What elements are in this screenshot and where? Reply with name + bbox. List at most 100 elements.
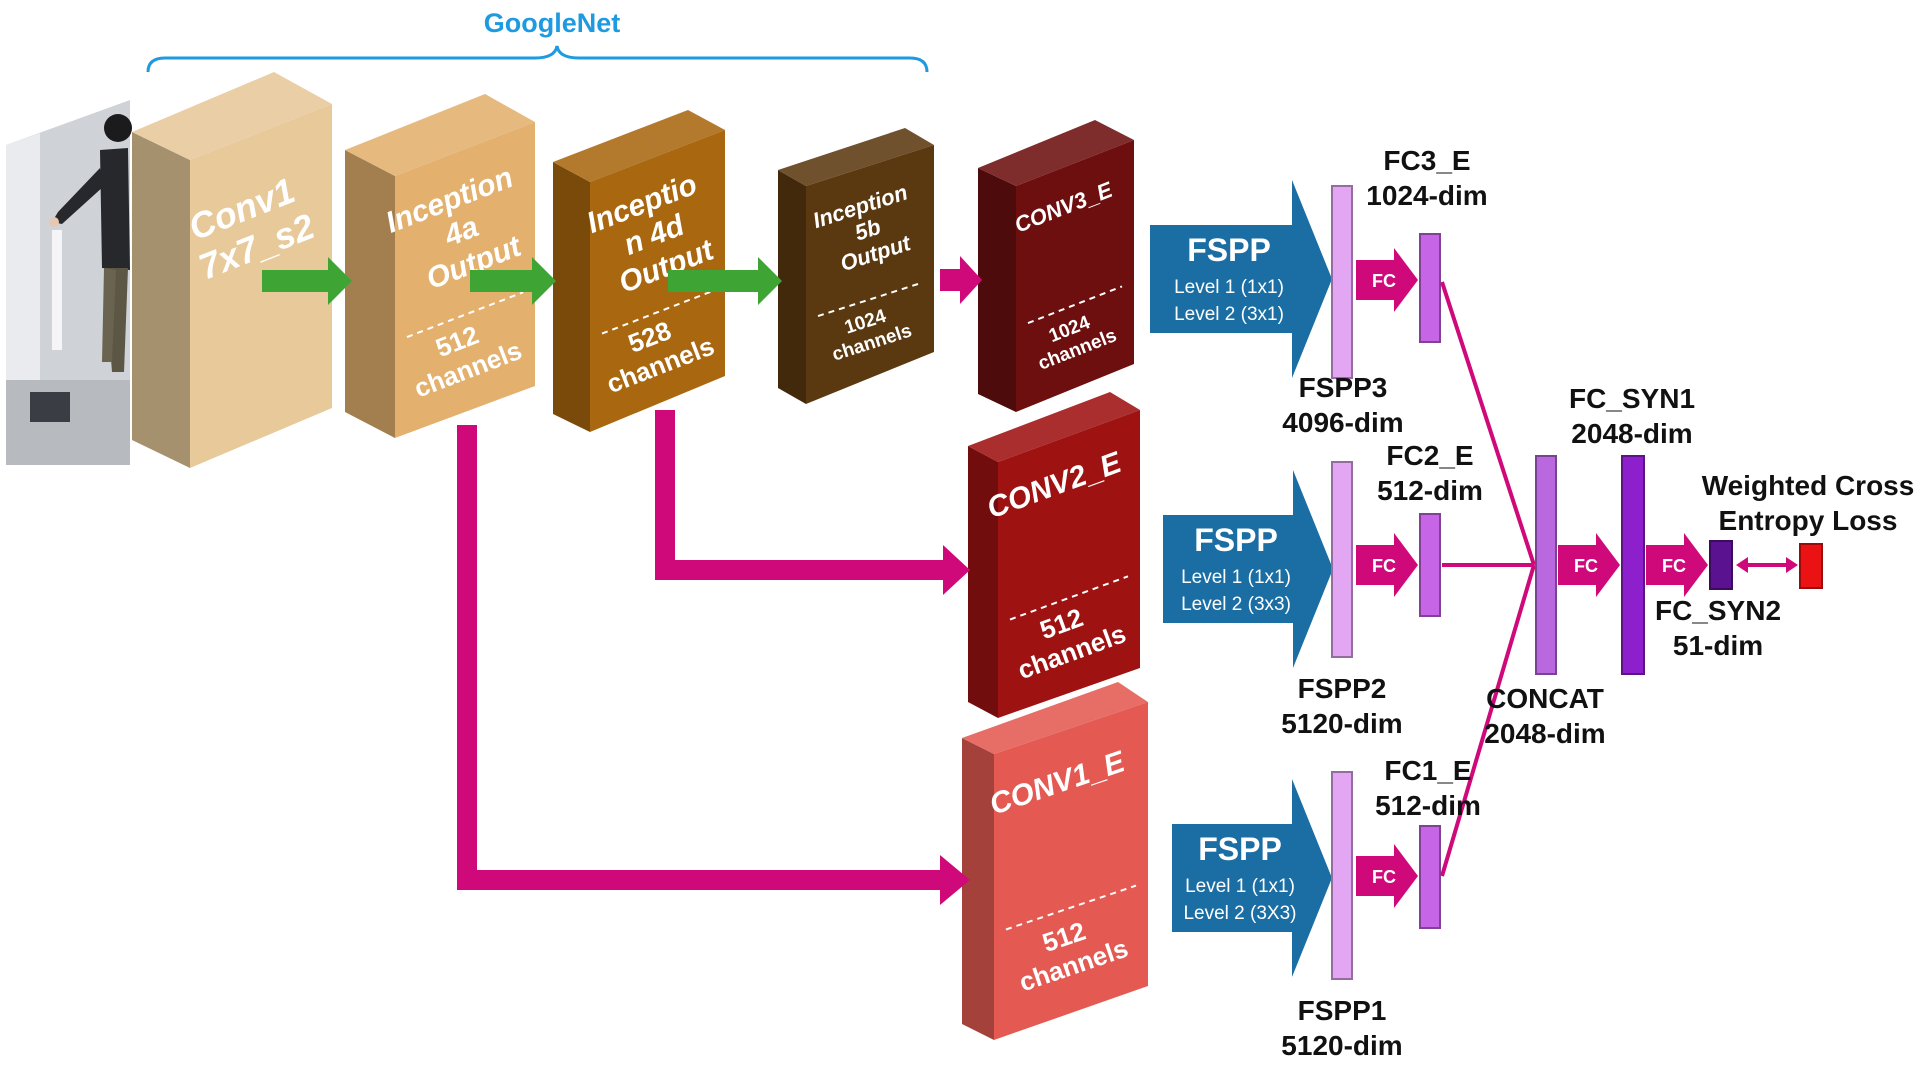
fc1e-bar xyxy=(1419,825,1441,929)
input-person-image xyxy=(6,100,132,465)
fc2e-bar xyxy=(1419,513,1441,617)
fc-arrow-1: FC xyxy=(1356,844,1418,908)
fc-label: FC xyxy=(1372,867,1396,887)
arrow-inception4d-to-conv2e xyxy=(655,410,948,580)
fspp-arrow-1 xyxy=(1172,779,1332,977)
fc-arrow-3: FC xyxy=(1356,248,1418,312)
fc3e-bar xyxy=(1419,233,1441,343)
loss-box xyxy=(1799,543,1823,589)
block-conv2-e-top xyxy=(968,392,1140,462)
block-conv2-e-divider xyxy=(1009,575,1129,621)
block-conv1-e-divider xyxy=(1005,884,1137,931)
arrow-inception5b-to-conv3e xyxy=(940,256,982,304)
fc-arrow-3-shape xyxy=(1356,248,1418,312)
fspp-title: FSPP xyxy=(1187,232,1271,268)
arrow-inception4d-to-inception5b xyxy=(668,257,782,305)
block-inception-4d-top xyxy=(553,110,725,182)
block-inception-5b-side xyxy=(778,170,806,404)
fc-arrow-syn1-shape xyxy=(1646,533,1708,597)
fspp3-bar xyxy=(1331,185,1353,379)
fc-arrow-concat: FC xyxy=(1558,533,1620,597)
block-inception-4a-front xyxy=(395,122,535,438)
fc-syn2-bar xyxy=(1709,540,1733,590)
fc-label: FC xyxy=(1372,271,1396,291)
fspp-arrow-3 xyxy=(1150,180,1332,378)
fspp-level2: Level 2 (3x3) xyxy=(1181,594,1291,615)
block-conv3-e-divider xyxy=(1027,285,1123,325)
fspp2-bar xyxy=(1331,461,1353,658)
block-inception-4a-side xyxy=(345,150,395,438)
block-conv1-top xyxy=(132,72,332,160)
fspp-module-3: FSPP Level 1 (1x1) Level 2 (3x1) xyxy=(1150,180,1332,378)
block-inception-5b-top xyxy=(778,128,934,186)
block-inception-4a-divider xyxy=(406,291,524,338)
block-conv3-e-front xyxy=(1016,140,1134,412)
fc-arrow-2: FC xyxy=(1356,533,1418,597)
block-conv2-e-side xyxy=(968,446,998,718)
fc-syn1-bar xyxy=(1621,455,1645,675)
fspp-title: FSPP xyxy=(1194,522,1278,558)
loss-connector-head-right xyxy=(1786,557,1798,573)
block-conv2-e-front xyxy=(998,410,1140,718)
block-inception-5b-front xyxy=(806,145,934,404)
block-conv1-front xyxy=(190,104,332,468)
fspp-level1: Level 1 (1x1) xyxy=(1174,277,1284,298)
fc-label: FC xyxy=(1372,556,1396,576)
block-inception-4d-side xyxy=(553,162,590,432)
fspp-level2: Level 2 (3x1) xyxy=(1174,304,1284,325)
block-conv1-side xyxy=(132,132,190,468)
arrow-inception4a-to-conv1e-head xyxy=(940,855,970,905)
connector-fc1e-to-concat xyxy=(1440,564,1536,877)
fspp-title: FSPP xyxy=(1198,831,1282,867)
fspp-module-2: FSPP Level 1 (1x1) Level 2 (3x3) xyxy=(1163,470,1333,668)
block-conv1-e-front xyxy=(994,702,1148,1040)
block-conv1-e-side xyxy=(962,738,994,1040)
arrow-inception4a-to-conv1e xyxy=(457,425,945,890)
connector-fc3e-to-concat xyxy=(1440,281,1536,566)
loss-connector-head-left xyxy=(1736,557,1748,573)
block-conv3-e-top xyxy=(978,120,1134,186)
block-inception-4d-front xyxy=(590,130,725,432)
arrow-conv1-to-inception4a xyxy=(262,257,352,305)
fc-arrow-2-shape xyxy=(1356,533,1418,597)
fc-arrow-1-shape xyxy=(1356,844,1418,908)
arrow-inception4a-to-inception4d xyxy=(470,257,556,305)
fc-label: FC xyxy=(1574,556,1598,576)
fc-label: FC xyxy=(1662,556,1686,576)
fspp-module-1: FSPP Level 1 (1x1) Level 2 (3X3) xyxy=(1172,779,1332,977)
block-conv3-e-side xyxy=(978,168,1016,412)
block-conv1-e-top xyxy=(962,682,1148,754)
fc-arrow-syn1: FC xyxy=(1646,533,1708,597)
googlenet-bracket: GoogleNet xyxy=(146,8,929,73)
fspp-level1: Level 1 (1x1) xyxy=(1185,876,1295,897)
fspp-level1: Level 1 (1x1) xyxy=(1181,567,1291,588)
concat-bar xyxy=(1535,455,1557,675)
googlenet-title: GoogleNet xyxy=(484,8,621,38)
block-inception-4d-divider xyxy=(601,289,714,335)
fspp-level2: Level 2 (3X3) xyxy=(1183,903,1296,924)
block-inception-4a-top xyxy=(345,94,535,176)
block-inception-5b-divider xyxy=(817,281,923,317)
fc-arrow-concat-shape xyxy=(1558,533,1620,597)
fspp-arrow-2 xyxy=(1163,470,1333,668)
fspp1-bar xyxy=(1331,771,1353,980)
arrow-inception4d-to-conv2e-head xyxy=(943,545,970,595)
